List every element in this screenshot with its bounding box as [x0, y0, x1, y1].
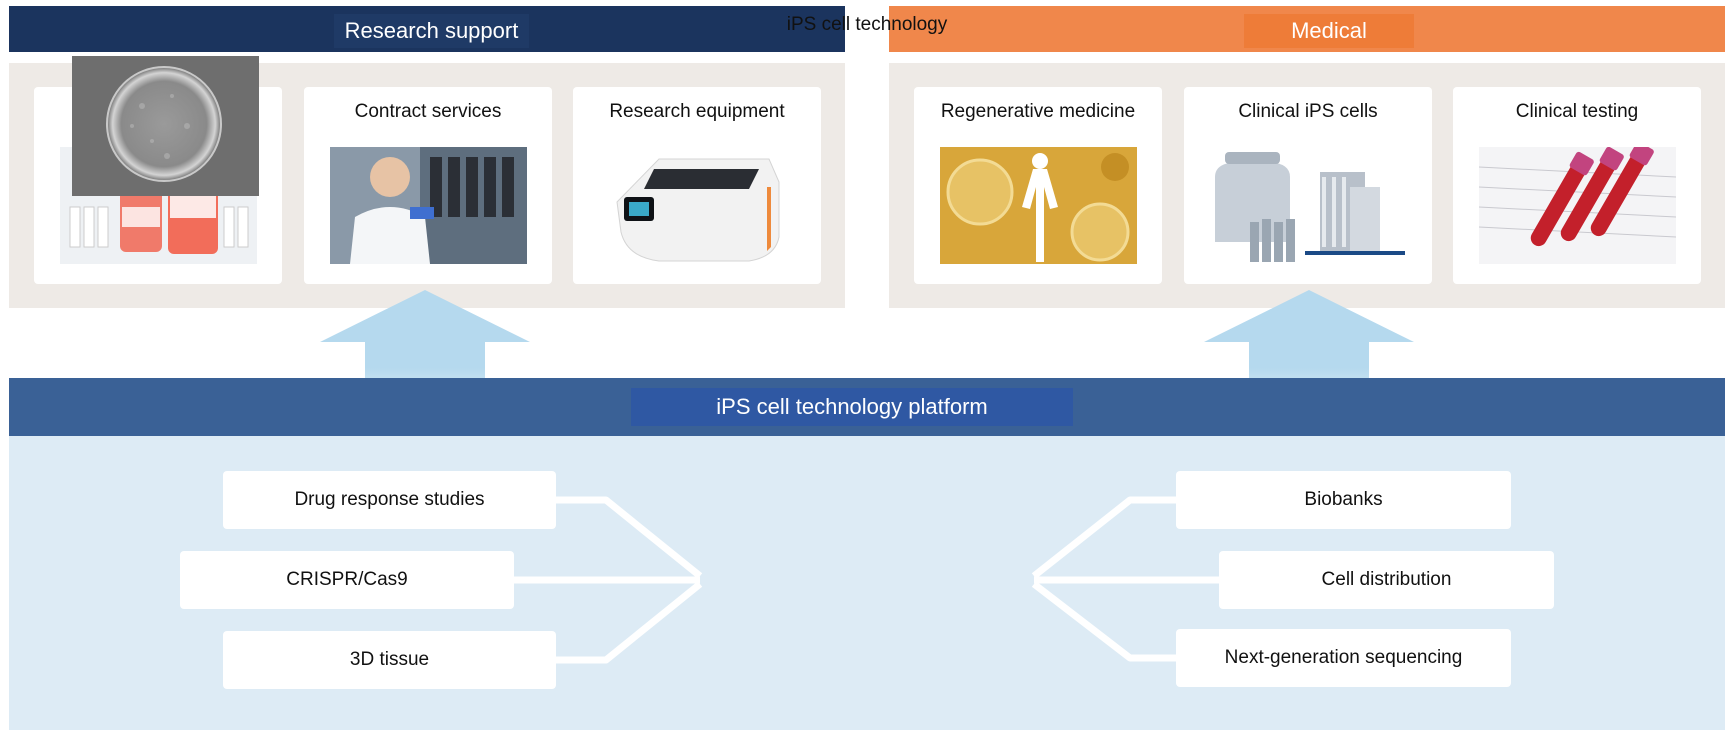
lab-instrument-icon [599, 147, 796, 264]
item-biobanks: Biobanks [1176, 471, 1511, 529]
research-support-header: Research support [9, 6, 845, 52]
card-clinical-testing: Clinical testing [1453, 87, 1701, 284]
card-contract-services: Contract services [304, 87, 552, 284]
medical-header: Medical [889, 6, 1725, 52]
medical-title: Medical [1244, 14, 1414, 48]
platform-title: iPS cell technology platform [631, 388, 1073, 426]
lab-scientist-icon [330, 147, 527, 264]
card-title: Clinical testing [1515, 101, 1639, 122]
card-title: Contract services [354, 101, 502, 122]
card-title: Clinical iPS cells [1238, 101, 1378, 122]
item-next-generation-sequencing: Next-generation sequencing [1176, 629, 1511, 687]
item-cell-distribution: Cell distribution [1219, 551, 1554, 609]
item-crispr-cas9: CRISPR/Cas9 [180, 551, 514, 609]
card-clinical-ips-cells: Clinical iPS cells [1184, 87, 1432, 284]
cells-human-icon [940, 147, 1137, 264]
cryotank-facility-icon [1210, 147, 1407, 264]
platform-bar: iPS cell technology platform [9, 378, 1725, 436]
card-regenerative-medicine: Regenerative medicine [914, 87, 1162, 284]
medical-panel: Regenerative medicine Clinical iPS cells [889, 63, 1725, 308]
card-title: Research equipment [609, 101, 785, 122]
item-3d-tissue: 3D tissue [223, 631, 556, 689]
item-drug-response-studies: Drug response studies [223, 471, 556, 529]
blood-tubes-icon [1479, 147, 1676, 264]
center-title: iPS cell technology [786, 14, 948, 35]
research-support-title: Research support [334, 14, 529, 48]
connector-lines [514, 496, 1219, 664]
card-research-equipment: Research equipment [573, 87, 821, 284]
card-title: Regenerative medicine [940, 101, 1136, 122]
cell-colony-icon [72, 56, 259, 196]
